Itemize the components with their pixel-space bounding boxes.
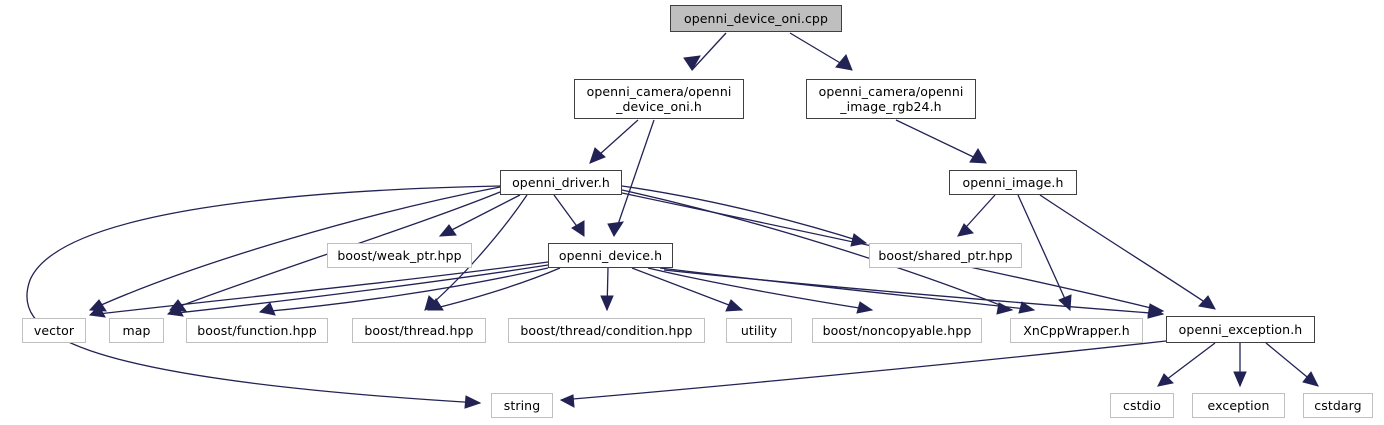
graph-node-condition[interactable]: boost/thread/condition.hpp — [508, 318, 705, 343]
arrowhead-driver_h-to-xncpp — [996, 302, 1014, 315]
edge-dev_oni_h-to-driver_h — [589, 119, 639, 164]
arrowhead-driver_h-to-weak_ptr — [438, 224, 457, 237]
edge-driver_h-to-weak_ptr — [439, 194, 521, 237]
arrowhead-driver_h-to-vector — [88, 299, 107, 312]
edge-root-to-img_rgb24_h — [789, 32, 853, 71]
edge-device_h-to-condition — [606, 267, 609, 311]
edge-driver_h-to-string — [26, 185, 501, 404]
edge-img_rgb24_h-to-image_h — [895, 119, 987, 164]
graph-node-driver_h[interactable]: openni_driver.h — [500, 170, 622, 195]
arrowhead-root-to-dev_oni_h — [683, 55, 701, 71]
edge-exception_h-to-cstdio — [1157, 342, 1216, 387]
arrowhead-exception_h-to-string — [559, 394, 575, 408]
edge-image_h-to-shared_ptr — [957, 194, 996, 237]
graph-node-utility[interactable]: utility — [726, 318, 792, 343]
arrowhead-device_h-to-condition — [600, 295, 614, 312]
graph-node-xncpp[interactable]: XnCppWrapper.h — [1010, 318, 1143, 343]
arrowhead-exception_h-to-exception — [1233, 371, 1247, 388]
edge-device_h-to-thread — [427, 267, 561, 311]
graph-node-thread[interactable]: boost/thread.hpp — [352, 318, 486, 343]
edge-driver_h-to-shared_ptr — [621, 185, 867, 244]
arrowhead-image_h-to-xncpp — [1058, 294, 1072, 312]
arrowhead-driver_h-to-string — [464, 395, 482, 409]
arrowhead-driver_h-to-map — [169, 299, 188, 312]
edge-device_h-to-noncopyable — [647, 267, 873, 311]
edge-device_h-to-vector — [89, 261, 549, 316]
graph-node-map[interactable]: map — [109, 318, 164, 343]
graph-node-root: openni_device_oni.cpp — [670, 5, 842, 32]
arrowhead-device_h-to-xncpp — [1018, 301, 1036, 314]
edge-root-to-dev_oni_h — [691, 32, 727, 71]
arrowhead-driver_h-to-exception_h — [1147, 303, 1165, 317]
arrowhead-device_h-to-exception_h — [1147, 305, 1165, 319]
graph-node-exception[interactable]: exception — [1192, 393, 1285, 418]
arrowhead-driver_h-to-shared_ptr — [850, 233, 868, 247]
arrowhead-driver_h-to-thread — [424, 295, 440, 311]
arrowhead-exception_h-to-cstdio — [1157, 373, 1175, 387]
edge-image_h-to-exception_h — [1039, 194, 1216, 310]
arrowhead-image_h-to-shared_ptr — [957, 223, 975, 237]
graph-node-noncopyable[interactable]: boost/noncopyable.hpp — [812, 318, 982, 343]
graph-node-string[interactable]: string — [491, 393, 553, 418]
edge-exception_h-to-cstdarg — [1265, 342, 1319, 387]
edge-exception_h-to-string — [560, 340, 1167, 401]
edge-driver_h-to-device_h — [553, 194, 585, 237]
edge-device_h-to-utility — [631, 267, 743, 311]
arrowhead-img_rgb24_h-to-image_h — [969, 148, 987, 164]
graph-node-vector[interactable]: vector — [22, 318, 86, 343]
graph-node-image_h[interactable]: openni_image.h — [949, 170, 1077, 195]
graph-node-function[interactable]: boost/function.hpp — [186, 318, 328, 343]
graph-node-shared_ptr[interactable]: boost/shared_ptr.hpp — [869, 243, 1022, 268]
arrowhead-dev_oni_h-to-device_h — [607, 221, 625, 238]
arrowhead-image_h-to-exception_h — [1198, 295, 1216, 310]
arrowhead-exception_h-to-cstdarg — [1302, 371, 1319, 387]
graph-node-img_rgb24_h[interactable]: openni_camera/openni _image_rgb24.h — [806, 79, 976, 119]
arrowhead-root-to-img_rgb24_h — [835, 54, 853, 71]
arrowhead-device_h-to-map — [166, 304, 184, 317]
graph-node-weak_ptr[interactable]: boost/weak_ptr.hpp — [327, 243, 472, 268]
edge-device_h-to-xncpp — [659, 267, 1035, 311]
edge-device_h-to-function — [259, 267, 549, 313]
edge-device_h-to-exception_h — [663, 269, 1164, 315]
graph-node-cstdio[interactable]: cstdio — [1110, 393, 1174, 418]
arrowhead-device_h-to-vector — [88, 305, 106, 318]
edge-image_h-to-xncpp — [1017, 194, 1071, 311]
arrowhead-device_h-to-function — [258, 302, 276, 316]
arrowhead-device_h-to-utility — [725, 299, 744, 312]
graph-node-cstdarg[interactable]: cstdarg — [1303, 393, 1373, 418]
graph-node-dev_oni_h[interactable]: openni_camera/openni _device_oni.h — [574, 79, 744, 119]
arrowhead-device_h-to-thread — [427, 298, 444, 311]
edge-device_h-to-map — [167, 264, 549, 315]
arrowhead-driver_h-to-device_h — [571, 220, 585, 237]
graph-node-exception_h[interactable]: openni_exception.h — [1166, 316, 1315, 343]
arrowhead-dev_oni_h-to-driver_h — [589, 147, 606, 164]
graph-node-device_h[interactable]: openni_device.h — [548, 243, 673, 268]
arrowhead-device_h-to-noncopyable — [856, 301, 874, 314]
